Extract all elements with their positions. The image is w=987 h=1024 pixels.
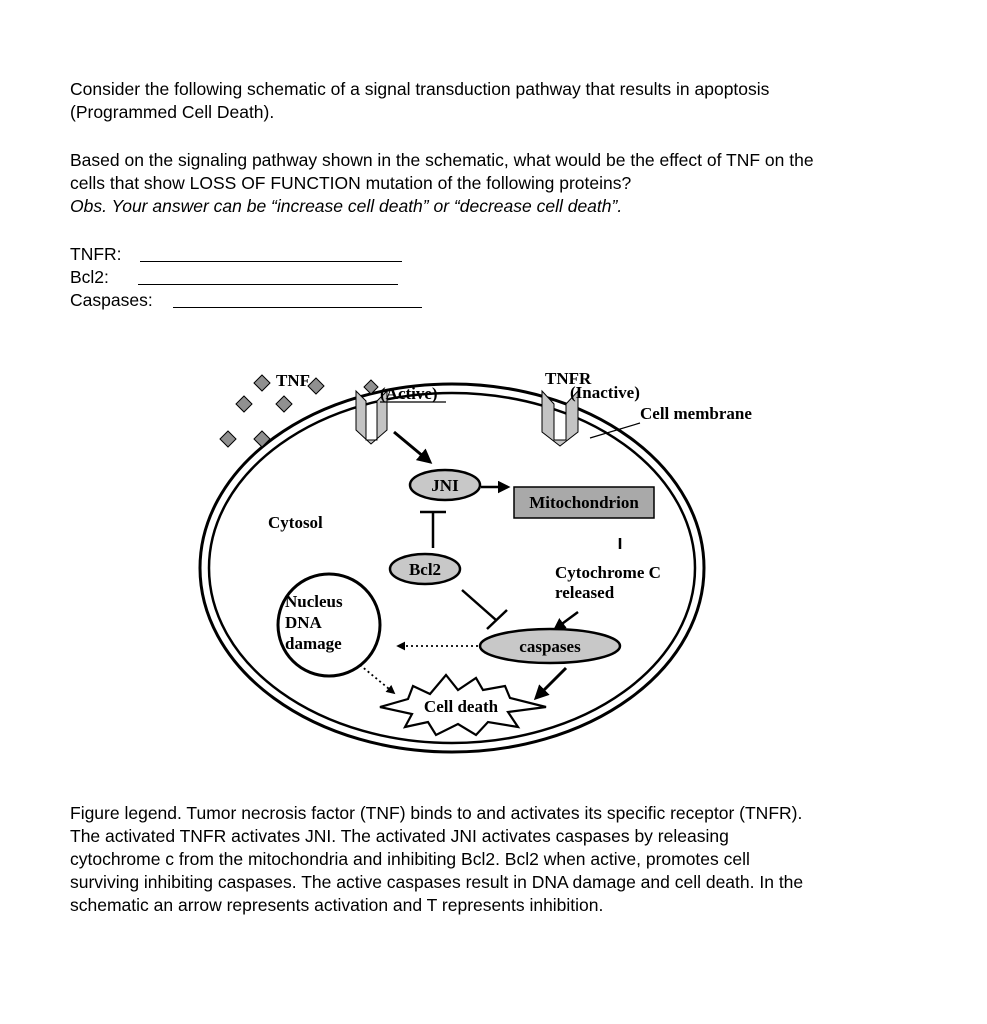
question-line-2: cells that show LOSS OF FUNCTION mutatio… xyxy=(70,173,632,193)
nucleus-node xyxy=(276,572,382,678)
nucleus-label-line-2: DNA xyxy=(285,613,323,632)
question-line-1: Based on the signaling pathway shown in … xyxy=(70,150,814,170)
answer-blank-bcl2[interactable] xyxy=(138,284,398,285)
cell-membrane-pointer xyxy=(589,422,641,439)
cytochrome-label-line-1: Cytochrome C xyxy=(555,563,661,582)
legend-line-1: Figure legend. Tumor necrosis factor (TN… xyxy=(70,803,803,823)
tnf-diamond xyxy=(307,377,325,395)
cell-membrane-label: Cell membrane xyxy=(640,404,752,423)
inhibit-bcl2-caspases-bar xyxy=(486,609,508,630)
legend-line-5: schematic an arrow represents activation… xyxy=(70,895,604,915)
intro-line-1: Consider the following schematic of a si… xyxy=(70,79,770,99)
jni-label: JNI xyxy=(431,476,459,495)
apoptosis-pathway-diagram: TNF (Active) TNFR (Inactive) Cell membra… xyxy=(198,369,752,754)
intro-line-2: (Programmed Cell Death). xyxy=(70,102,275,122)
arrow-caspases-to-cell-death xyxy=(533,666,568,701)
inactive-label: (Inactive) xyxy=(570,383,640,402)
inhibit-bcl2-caspases-stem xyxy=(461,589,497,621)
legend-line-2: The activated TNFR activates JNI. The ac… xyxy=(70,826,729,846)
cell-membrane-outer xyxy=(198,382,706,754)
arrow-nucleus-to-cell-death xyxy=(359,664,396,695)
nucleus-label-line-3: damage xyxy=(285,634,342,653)
tnfr-active-receptor xyxy=(355,389,388,445)
arrow-tnfr-to-jni xyxy=(393,430,433,464)
cell-death-label: Cell death xyxy=(424,697,499,716)
legend-line-4: surviving inhibiting caspases. The activ… xyxy=(70,872,804,892)
caspases-node xyxy=(478,627,622,665)
tnf-diamond xyxy=(275,395,293,413)
mitochondrion-label: Mitochondrion xyxy=(529,493,639,512)
tnf-diamond xyxy=(253,374,271,392)
legend-line-3: cytochrome c from the mitochondria and i… xyxy=(70,849,750,869)
intro-text: Consider the following schematic of a si… xyxy=(70,78,769,124)
question-text: Based on the signaling pathway shown in … xyxy=(70,149,814,218)
tnfr-inactive-receptor xyxy=(541,389,579,447)
answer-blank-caspases[interactable] xyxy=(173,307,422,308)
cytochrome-label-line-2: released xyxy=(555,583,615,602)
answer-label-tnfr: TNFR: xyxy=(70,244,122,264)
bcl2-label: Bcl2 xyxy=(409,560,441,579)
active-label: (Active) xyxy=(380,384,438,403)
nucleus-label-line-1: Nucleus xyxy=(285,592,343,611)
tnf-diamond xyxy=(219,430,237,448)
caspases-label: caspases xyxy=(519,637,581,656)
question-note: Obs. Your answer can be “increase cell d… xyxy=(70,196,623,216)
figure-legend: Figure legend. Tumor necrosis factor (TN… xyxy=(70,802,803,917)
cell-membrane-inner xyxy=(207,391,697,745)
tnf-diamond-bound xyxy=(363,379,379,395)
jni-node xyxy=(408,468,482,502)
answer-blank-tnfr[interactable] xyxy=(140,261,402,262)
mitochondrion-node xyxy=(513,486,655,519)
tnf-diamond xyxy=(253,430,271,448)
cytosol-label: Cytosol xyxy=(268,513,323,532)
bcl2-node xyxy=(388,552,462,586)
tnf-diamond xyxy=(235,395,253,413)
arrow-cytochrome-to-caspases xyxy=(552,610,579,631)
tnfr-label: TNFR xyxy=(545,369,592,388)
answer-label-bcl2: Bcl2: xyxy=(70,267,109,287)
tnf-molecules xyxy=(219,374,379,448)
tnf-label: TNF xyxy=(276,371,310,390)
answer-label-caspases: Caspases: xyxy=(70,290,153,310)
cell-death-starburst xyxy=(379,673,547,737)
